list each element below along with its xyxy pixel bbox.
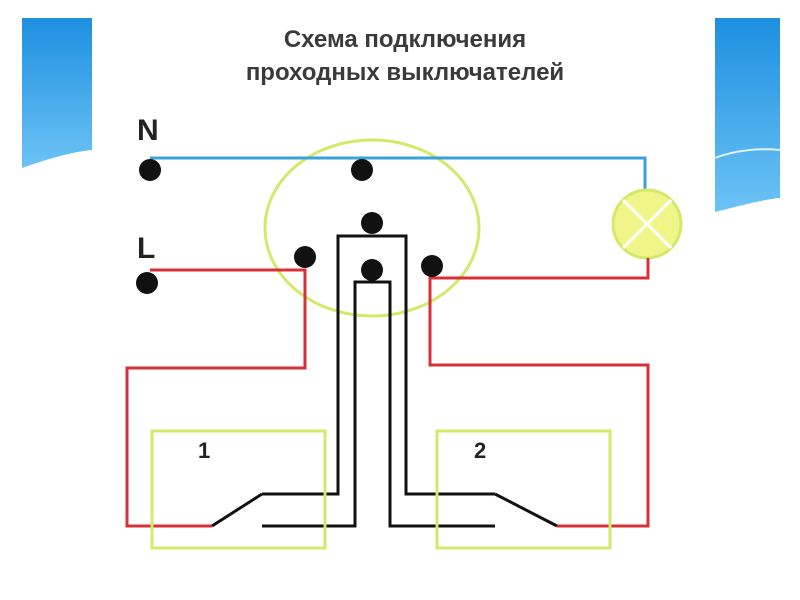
connection-points <box>136 159 443 294</box>
line-terminal-dot <box>136 272 158 294</box>
diagram-title-line-1: Схема подключения <box>284 26 526 53</box>
junction-center-dot <box>361 259 383 281</box>
control-wire-outer <box>262 280 495 528</box>
left-slide-decoration <box>22 18 92 168</box>
right-slide-wave <box>714 148 781 159</box>
lamp-icon <box>611 188 683 260</box>
switch-2-box <box>435 429 612 550</box>
neutral-wire <box>150 156 647 190</box>
phase-wire-in <box>125 268 307 528</box>
junction-right-dot <box>421 255 443 277</box>
right-slide-decoration <box>715 18 780 212</box>
junction-top-dot <box>361 212 383 234</box>
junction-neutral-dot <box>351 159 373 181</box>
switch-2-lever <box>494 492 558 528</box>
junction-box <box>263 138 481 318</box>
diagram-title-line-2: проходных выключателей <box>246 59 564 86</box>
neutral-terminal-label: N <box>137 114 159 147</box>
switch-1-lever <box>211 492 263 528</box>
switch-1-number: 1 <box>198 438 210 463</box>
junction-left-dot <box>294 246 316 268</box>
switch-2-number: 2 <box>474 438 486 463</box>
switch-1-box <box>150 429 327 550</box>
neutral-terminal-dot <box>139 159 161 181</box>
line-terminal-label: L <box>137 232 155 265</box>
phase-wire-out <box>428 258 650 528</box>
